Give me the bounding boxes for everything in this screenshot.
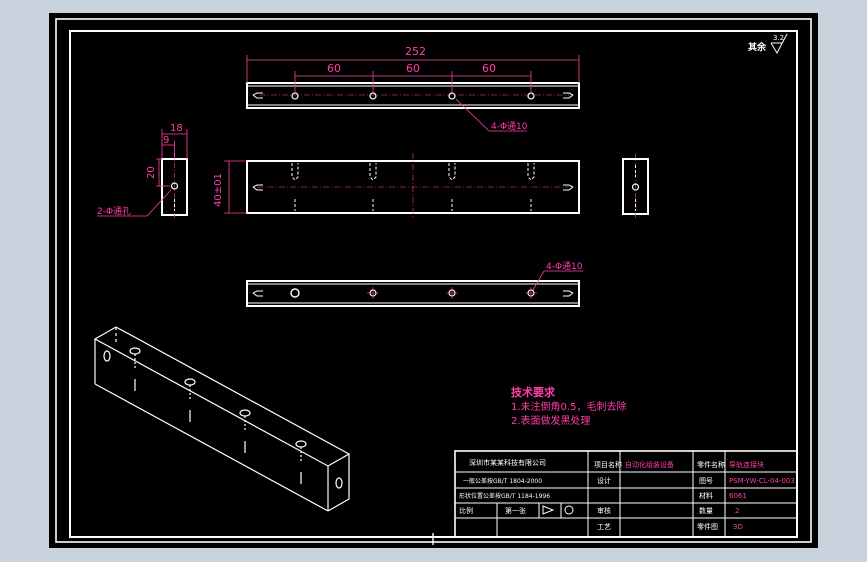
top-view <box>246 82 580 109</box>
roughness-label: 其余 <box>748 41 767 53</box>
tb-scale-label: 比例 <box>459 506 473 515</box>
bottom-leader <box>532 270 583 291</box>
surface-roughness: 其余 3.2 <box>748 33 788 55</box>
tb-sheet-label: 第一张 <box>505 506 526 515</box>
cad-drawing: 其余 3.2 252 60 60 60 4-Φ通10 <box>55 18 812 545</box>
tb-designer-label: 设计 <box>597 476 611 485</box>
tb-quantity-label: 数量 <box>699 506 713 515</box>
tb-tolerance-2: 形状位置公差按GB/T 1184-1996 <box>459 492 550 500</box>
tb-material: 6061 <box>729 492 747 500</box>
dim-height-40: 40±01 <box>213 173 224 207</box>
dim-overall-length: 252 <box>405 45 426 58</box>
hole-callout-bottom: 4-Φ通10 <box>546 261 583 272</box>
title-block: 深圳市某某科技有限公司 一般公差按GB/T 1804-2000 形状位置公差按G… <box>454 450 798 538</box>
right-side-view <box>622 153 649 219</box>
tb-drawing-type-label: 零件图 <box>697 522 718 531</box>
tb-drawing-type: 3D <box>733 523 743 531</box>
dim-spacing-1: 60 <box>327 62 341 75</box>
tb-tolerance-1: 一般公差按GB/T 1804-2000 <box>463 477 542 485</box>
tb-reviewer-label: 审核 <box>597 506 611 515</box>
tb-company: 深圳市某某科技有限公司 <box>469 458 546 467</box>
front-view <box>246 153 580 218</box>
dim-height-20: 20 <box>146 166 157 179</box>
bottom-view <box>246 280 580 307</box>
tb-project-label: 项目名称 <box>594 460 622 469</box>
tech-req-title: 技术要求 <box>511 385 556 399</box>
isometric-view <box>93 326 351 512</box>
drawing-viewport[interactable]: 其余 3.2 252 60 60 60 4-Φ通10 <box>49 13 818 548</box>
side-dimensions <box>97 129 188 217</box>
hole-callout-side: 2-Φ通孔 <box>97 206 131 217</box>
tb-quantity: 2 <box>735 507 739 515</box>
dim-spacing-3: 60 <box>482 62 496 75</box>
tech-req-line1: 1.未注倒角0.5，毛刺去除 <box>511 400 626 413</box>
tb-drawing-no: PSM-YW-CL-04-003 <box>729 477 795 485</box>
tb-part-name: 导轨连接块 <box>729 460 764 469</box>
technical-requirements: 技术要求 1.未注倒角0.5，毛刺去除 2.表面做发黑处理 <box>511 385 626 427</box>
top-dimensions <box>246 55 580 132</box>
tech-req-line2: 2.表面做发黑处理 <box>511 414 591 427</box>
front-dimensions <box>224 160 247 214</box>
dim-width-18: 18 <box>170 123 183 134</box>
dim-offset-9: 9 <box>163 135 169 146</box>
hole-callout-top: 4-Φ通10 <box>491 121 528 132</box>
tb-process-label: 工艺 <box>597 523 611 531</box>
tb-part-name-label: 零件名称 <box>697 460 725 469</box>
tb-project: 自动化组装设备 <box>625 460 674 469</box>
tb-material-label: 材料 <box>699 491 713 500</box>
tb-drawing-no-label: 图号 <box>699 477 713 485</box>
roughness-value: 3.2 <box>773 34 784 42</box>
dim-spacing-2: 60 <box>406 62 420 75</box>
